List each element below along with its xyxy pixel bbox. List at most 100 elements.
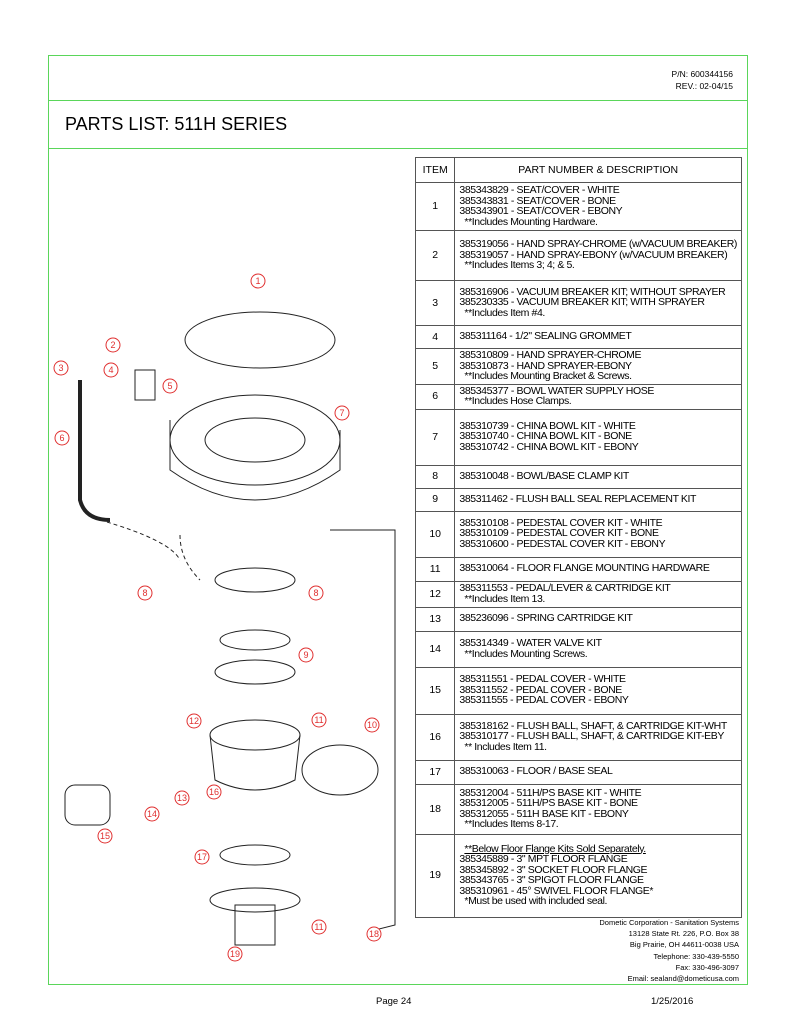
- callout-circle: [54, 430, 70, 446]
- revision: REV.: 02-04/15: [675, 81, 733, 91]
- part-note: **Includes Items 3; 4; & 5.: [464, 259, 575, 272]
- item-number: 9: [414, 487, 456, 512]
- item-number: 16: [414, 713, 456, 761]
- item-number: 11: [414, 556, 456, 582]
- callout-circle: [144, 806, 160, 822]
- item-number: 3: [414, 280, 456, 326]
- part-note: **Includes Mounting Bracket & Screws.: [464, 370, 632, 382]
- item-number: 15: [414, 666, 456, 715]
- callout-circle: [298, 647, 314, 663]
- item-number: 2: [414, 230, 456, 281]
- callout-circle: [162, 378, 178, 394]
- part-line: 385311555 - PEDAL COVER - EBONY: [459, 694, 629, 707]
- part-line: 385311462 - FLUSH BALL SEAL REPLACEMENT …: [459, 492, 697, 505]
- seal-disk: [219, 629, 291, 651]
- callout-label: 7: [339, 408, 344, 418]
- part-note: **Includes Items 8-17.: [464, 818, 559, 830]
- table-row: 19 **Below Floor Flange Kits Sold Separat…: [414, 833, 742, 918]
- address-line: 13128 State Rt. 226, P.O. Box 38: [628, 929, 739, 939]
- callout-circle: [53, 360, 69, 376]
- part-line: 385343831 - SEAT/COVER - BONE: [459, 194, 616, 207]
- part-description: 385310064 - FLOOR FLANGE MOUNTING HARDWA…: [454, 556, 742, 582]
- part-line: 385343765 - 3" SPIGOT FLOOR FLANGE: [459, 874, 644, 886]
- clamp-ring: [214, 567, 296, 593]
- part-line: 385314349 - WATER VALVE KIT: [459, 637, 602, 649]
- part-line: 385311552 - PEDAL COVER - BONE: [459, 683, 622, 696]
- callout-circle: [308, 585, 324, 601]
- callout-circle: [105, 337, 121, 353]
- callout-circle: [137, 585, 153, 601]
- callout-circle: [103, 362, 119, 378]
- callout-circle: [366, 926, 382, 942]
- callout-circle: [97, 828, 113, 844]
- callout-label: 18: [369, 929, 379, 939]
- part-note: **Includes Mounting Screws.: [464, 647, 588, 660]
- bowl-rim: [204, 417, 306, 463]
- item-number: 5: [414, 348, 456, 385]
- callout-label: 9: [303, 650, 308, 660]
- date: 1/25/2016: [651, 996, 694, 1007]
- bowl-shape: [169, 394, 341, 486]
- part-note: **Includes Item #4.: [464, 306, 545, 319]
- floor-seal: [219, 844, 291, 866]
- address-line: Fax: 330-496-3097: [675, 962, 739, 972]
- callout-label: 13: [177, 793, 187, 803]
- part-line: 385343829 - SEAT/COVER - WHITE: [459, 184, 620, 196]
- callout-label: 2: [110, 340, 115, 350]
- part-description: 385310063 - FLOOR / BASE SEAL: [454, 759, 742, 785]
- part-line: 385345892 - 3" SOCKET FLOOR FLANGE: [459, 863, 648, 876]
- item-number: 18: [414, 783, 456, 835]
- callout-circle: [186, 713, 202, 729]
- part-line: 385345889 - 3" MPT FLOOR FLANGE: [459, 853, 628, 865]
- callout-circle: [194, 849, 210, 865]
- item-number: 13: [414, 606, 456, 632]
- callout-circle: [364, 717, 380, 733]
- item-column-header: ITEM: [414, 157, 456, 183]
- callout-circle: [206, 784, 222, 800]
- address-line: Big Prairie, OH 44611-0038 USA: [629, 940, 739, 950]
- part-note: **Below Floor Flange Kits Sold Separatel…: [464, 842, 646, 855]
- address-line: Email: sealand@dometicusa.com: [627, 974, 739, 984]
- callout-circle: [227, 946, 243, 962]
- item-number: 17: [414, 759, 456, 785]
- part-note: **Includes Mounting Hardware.: [464, 215, 598, 228]
- hose: [78, 380, 111, 522]
- item-number: 6: [414, 383, 456, 410]
- callout-circle: [174, 790, 190, 806]
- callout-label: 5: [167, 381, 172, 391]
- part-description: 385316906 - VACUUM BREAKER KIT; WITHOUT …: [454, 280, 742, 326]
- part-line: 385312055 - 511H BASE KIT - EBONY: [459, 807, 629, 820]
- divider: [48, 100, 748, 101]
- part-description: 385318162 - FLUSH BALL, SHAFT, & CARTRID…: [454, 713, 742, 761]
- item-number: 19: [414, 833, 456, 918]
- part-note: ** Includes Item 11.: [464, 740, 547, 753]
- part-line: 385318162 - FLUSH BALL, SHAFT, & CARTRID…: [459, 719, 727, 732]
- part-description: **Below Floor Flange Kits Sold Separatel…: [454, 833, 742, 918]
- part-line: 385311164 - 1/2" SEALING GROMMET: [459, 330, 632, 343]
- item-number: 12: [414, 580, 456, 608]
- part-description: 385311164 - 1/2" SEALING GROMMET: [454, 325, 742, 349]
- sprayer-shape: [134, 369, 156, 401]
- flange-pipe: [234, 904, 276, 946]
- pedestal-cover: [301, 744, 379, 796]
- part-line: 385311551 - PEDAL COVER - WHITE: [459, 673, 626, 686]
- callout-label: 6: [59, 433, 64, 443]
- part-line: 385230335 - VACUUM BREAKER KIT; WITH SPR…: [459, 296, 705, 309]
- bowl-body: [169, 420, 341, 501]
- leader-18: [330, 529, 396, 931]
- part-number: P/N: 600344156: [671, 69, 733, 79]
